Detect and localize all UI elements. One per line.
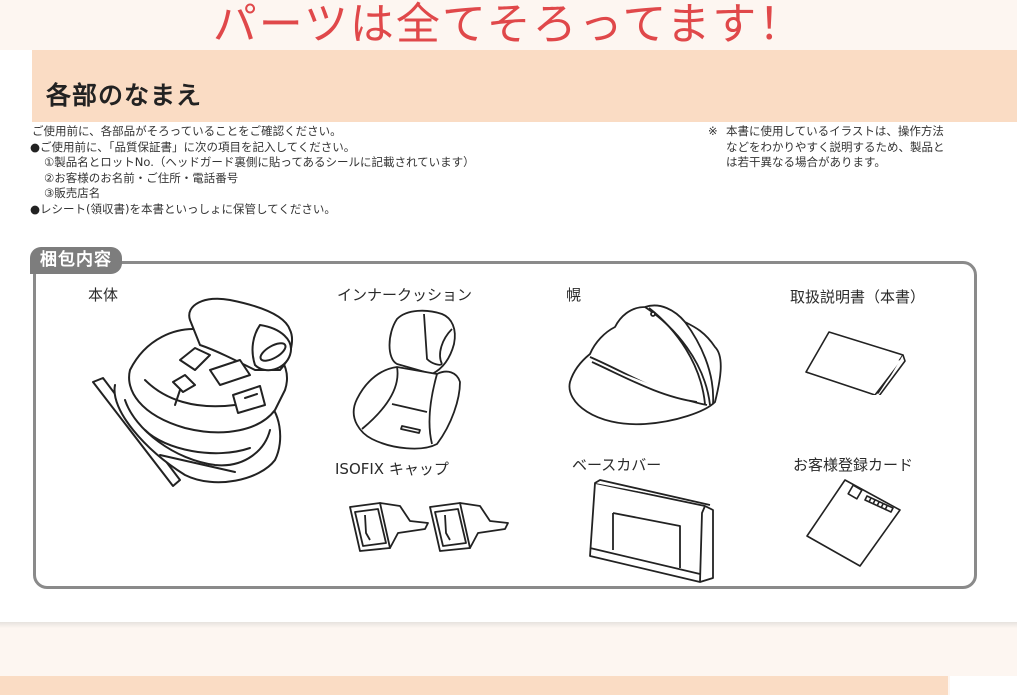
canopy-illustration — [565, 302, 730, 432]
inner-cushion-illustration — [342, 304, 467, 454]
intro-sub-2: ②お客様のお名前・ご住所・電話番号 — [44, 170, 239, 185]
intro-bullet-1: ご使用前に、「品質保証書」に次の項目を記入してください。 — [30, 140, 632, 156]
package-contents-label: 梱包内容 — [30, 247, 122, 274]
page-separator — [0, 622, 1017, 628]
base-cover-illustration — [585, 478, 720, 583]
item-label-base-cover: ベースカバー — [572, 456, 662, 474]
intro-sub-1: ①製品名とロットNo.（ヘッドガード裏側に貼ってあるシールに記載されています） — [44, 155, 475, 169]
top-banner: パーツは全てそろってます！ — [0, 0, 1017, 50]
intro-bullet-2: レシート(領収書)を本書といっしょに保管してください。 — [30, 202, 632, 218]
note-line: は若干異なる場合があります。 — [726, 155, 886, 169]
reference-mark-icon: ※ — [708, 124, 718, 138]
illustration-note: ※ 本書に使用しているイラストは、操作方法 などをわかりやすく説明するため、製品… — [708, 124, 998, 171]
intro-text: ご使用前に、各部品がそろっていることをご確認ください。 ご使用前に、「品質保証書… — [30, 124, 632, 218]
item-label-isofix-cap: ISOFIX キャップ — [335, 460, 449, 478]
item-label-registration-card: お客様登録カード — [793, 456, 914, 474]
next-section-bar — [0, 676, 948, 695]
car-seat-illustration — [85, 290, 310, 500]
intro-line: ご使用前に、各部品がそろっていることをご確認ください。 — [32, 124, 342, 138]
item-label-manual: 取扱説明書（本書） — [790, 288, 926, 306]
bottom-margin — [950, 676, 1017, 695]
note-line: などをわかりやすく説明するため、製品と — [726, 139, 945, 154]
manual-illustration — [803, 325, 908, 395]
note-line: 本書に使用しているイラストは、操作方法 — [726, 124, 944, 138]
item-label-canopy: 幌 — [566, 286, 582, 304]
bullet-icon — [30, 202, 40, 216]
section-heading-bar: 各部のなまえ — [32, 50, 1017, 122]
item-label-main-body: 本体 — [88, 286, 119, 304]
banner-title: パーツは全てそろってます！ — [212, 0, 805, 50]
section-title: 各部のなまえ — [46, 81, 203, 110]
item-label-inner-cushion: インナークッション — [337, 286, 473, 304]
bullet-icon — [30, 140, 40, 154]
isofix-cap-illustration — [340, 493, 510, 553]
registration-card-illustration — [805, 478, 905, 568]
intro-sub-3: ③販売店名 — [44, 186, 101, 200]
